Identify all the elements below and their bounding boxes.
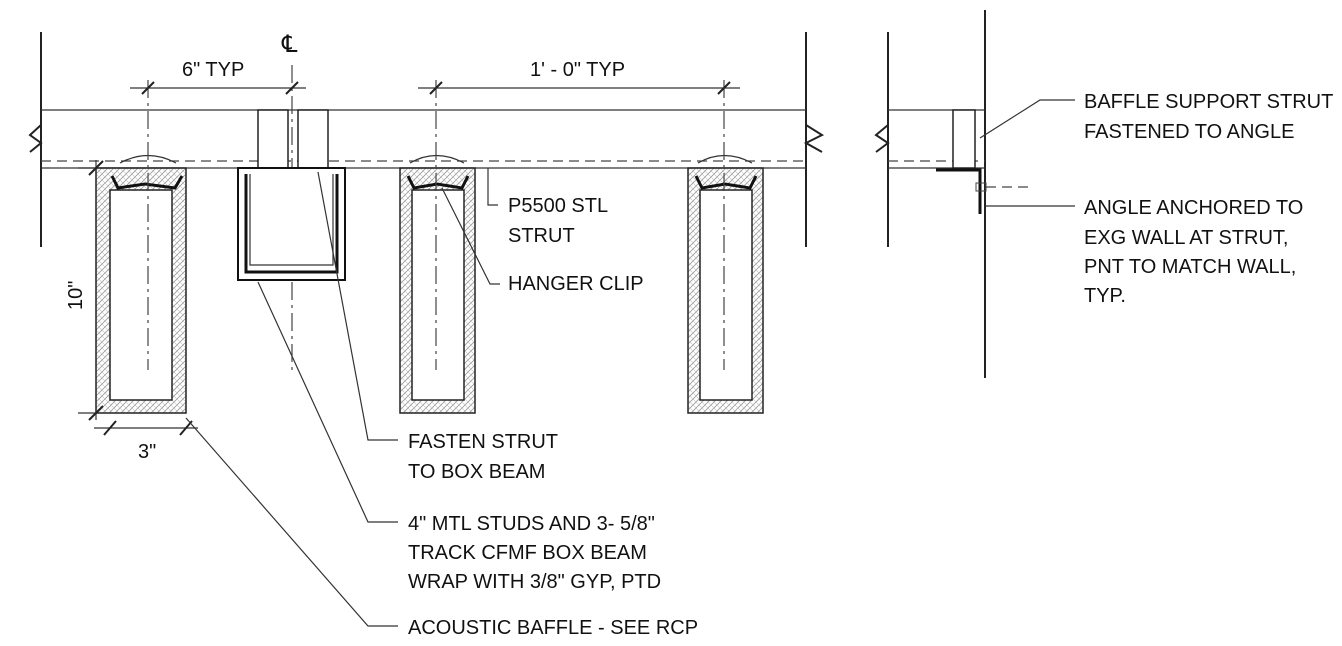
box-beam-track [244, 174, 339, 274]
label-angle-line4: TYP. [1084, 285, 1126, 307]
dim-tick [141, 81, 155, 95]
leader-hanger-clip [441, 187, 500, 285]
strut-post-right [297, 109, 329, 169]
dim-3in: 3" [138, 441, 156, 463]
label-angle-line1: ANGLE ANCHORED TO [1084, 197, 1303, 219]
label-fasten-strut-line1: FASTEN STRUT [408, 431, 558, 453]
baffle-1 [95, 80, 187, 414]
label-acoustic-baffle: ACOUSTIC BAFFLE - SEE RCP [408, 617, 698, 639]
leader-support-strut [979, 99, 1075, 139]
dim-10in: 10" [65, 281, 87, 310]
label-angle-line3: PNT TO MATCH WALL, [1084, 256, 1296, 278]
dim-tick [717, 81, 731, 95]
leader-acoustic-baffle [185, 417, 398, 627]
leader-box-beam [257, 281, 398, 523]
dim-tick [103, 420, 117, 436]
label-angle-line2: EXG WALL AT STRUT, [1084, 227, 1289, 249]
label-fasten-strut-line2: TO BOX BEAM [408, 461, 545, 483]
break-mark-right [803, 124, 825, 153]
angle-bracket [936, 168, 982, 214]
strut-post-left [257, 109, 289, 169]
label-box-beam-line1: 4" MTL STUDS AND 3- 5/8" [408, 513, 655, 535]
label-hanger-clip: HANGER CLIP [508, 273, 644, 295]
wall-detail-break-mark [874, 124, 890, 153]
break-mark-left [28, 124, 43, 153]
leader-strut [487, 168, 498, 206]
label-strut-line2: STRUT [508, 225, 575, 247]
label-support-strut-line2: FASTENED TO ANGLE [1084, 121, 1294, 143]
dim-tick [285, 81, 299, 95]
label-box-beam-line2: TRACK CFMF BOX BEAM [408, 542, 647, 564]
dim-tick [429, 81, 443, 95]
dim-1ft-typ: 1' - 0" TYP [530, 59, 625, 81]
leader-fasten-strut [317, 171, 398, 441]
label-strut-line1: P5500 STL [508, 195, 608, 217]
label-box-beam-line3: WRAP WITH 3/8" GYP, PTD [408, 571, 661, 593]
dim-6in-typ: 6" TYP [182, 59, 244, 81]
box-beam-stud [249, 174, 334, 266]
centerline-symbol: ℄ [281, 31, 298, 58]
box-beam-outer [237, 167, 346, 281]
support-strut [952, 109, 976, 169]
baffle-2 [399, 80, 476, 414]
baffle-3 [687, 80, 764, 414]
label-support-strut-line1: BAFFLE SUPPORT STRUT [1084, 91, 1333, 113]
